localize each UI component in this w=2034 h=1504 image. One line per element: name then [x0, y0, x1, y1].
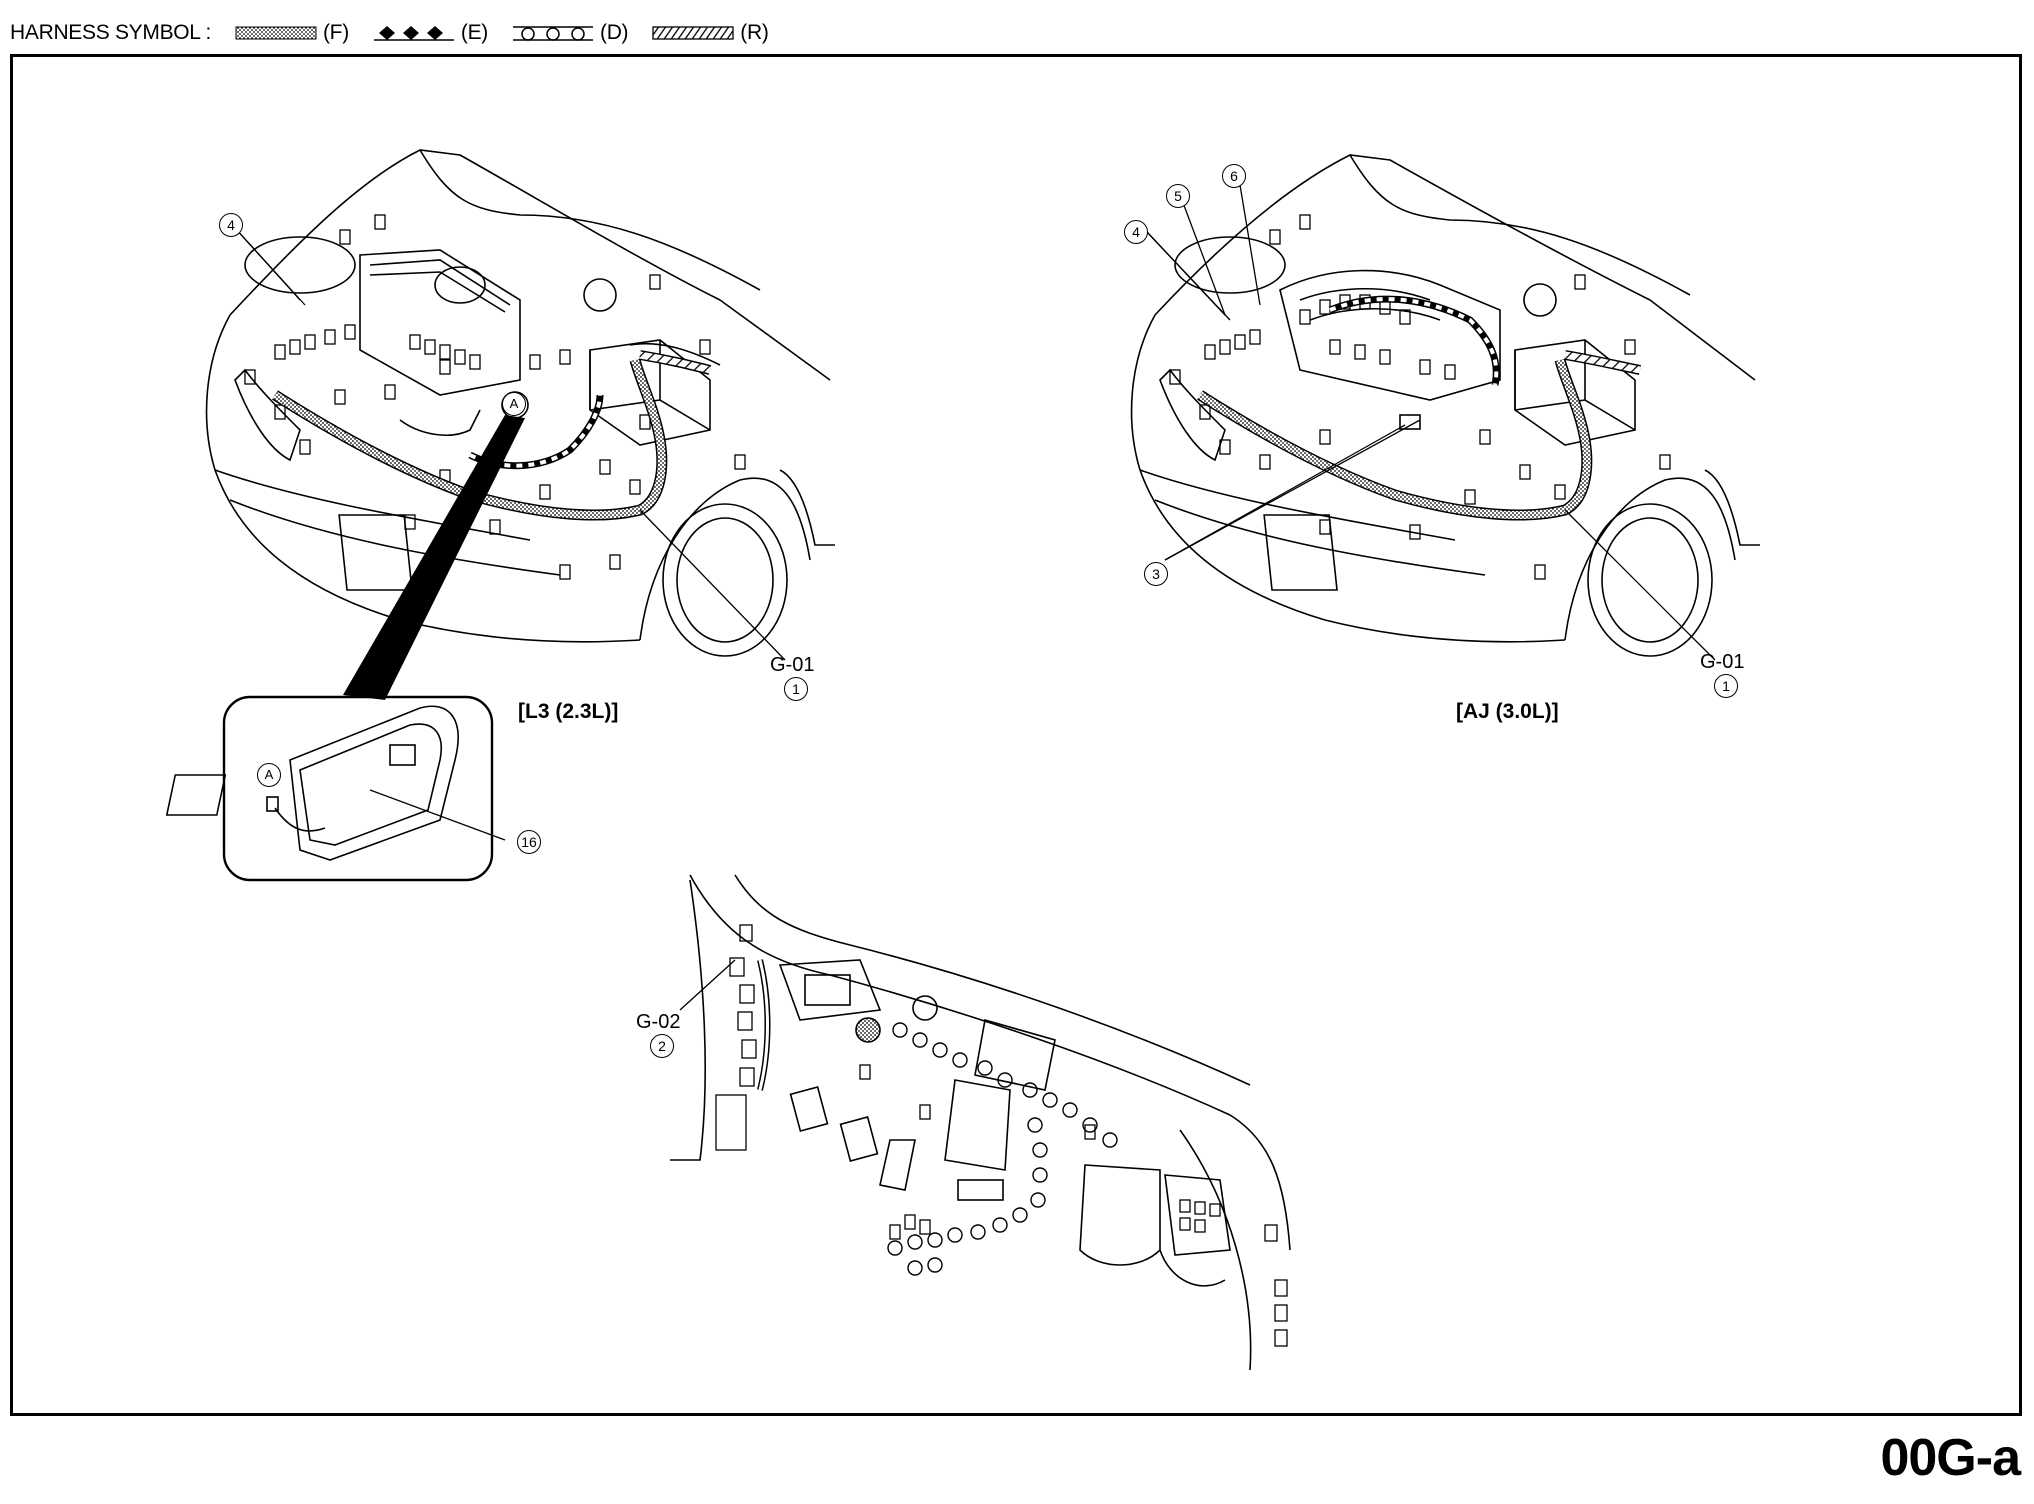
ground-number-1-left: 1: [784, 677, 808, 701]
caption-l3: [L3 (2.3L)]: [518, 700, 619, 723]
ground-label-g01-left: G-01: [770, 654, 815, 676]
ground-label-g02: G-02: [636, 1011, 681, 1033]
legend-code-e: (E): [460, 21, 488, 44]
diagram-frame: [10, 54, 2022, 1416]
legend-item-d: (D): [512, 21, 629, 45]
left-engine-view: [165, 149, 835, 882]
callout-16: 16: [517, 830, 541, 854]
callout-3: 3: [1144, 562, 1168, 586]
diamond-pattern-icon: [373, 26, 454, 41]
callout-6: 6: [1222, 164, 1246, 188]
callout-a-engine: A: [502, 392, 526, 416]
hatch-pattern-icon: [652, 26, 734, 40]
legend-code-d: (D): [600, 21, 629, 44]
page-id: 00G-a: [1880, 1429, 2021, 1487]
callout-4-left: 4: [219, 213, 243, 237]
ground-number-2: 2: [650, 1034, 674, 1058]
circle-pattern-icon: [513, 26, 593, 41]
ground-number-1-right: 1: [1714, 674, 1738, 698]
right-engine-view: [1130, 154, 1760, 661]
callout-5: 5: [1166, 184, 1190, 208]
stipple-pattern-icon: [235, 26, 317, 40]
legend-title: HARNESS SYMBOL :: [10, 21, 211, 44]
ground-label-g01-right: G-01: [1700, 651, 1745, 673]
legend-code-r: (R): [740, 21, 769, 44]
dashboard-view: [670, 874, 1291, 1371]
legend-item-r: (R): [652, 21, 769, 45]
harness-symbol-legend: HARNESS SYMBOL : (F) (E) (D): [10, 16, 769, 50]
callout-4-right: 4: [1124, 220, 1148, 244]
caption-aj: [AJ (3.0L)]: [1456, 700, 1559, 723]
legend-item-f: (F): [235, 21, 349, 45]
callout-a-detail: A: [257, 763, 281, 787]
legend-item-e: (E): [373, 21, 488, 45]
legend-code-f: (F): [322, 21, 349, 44]
